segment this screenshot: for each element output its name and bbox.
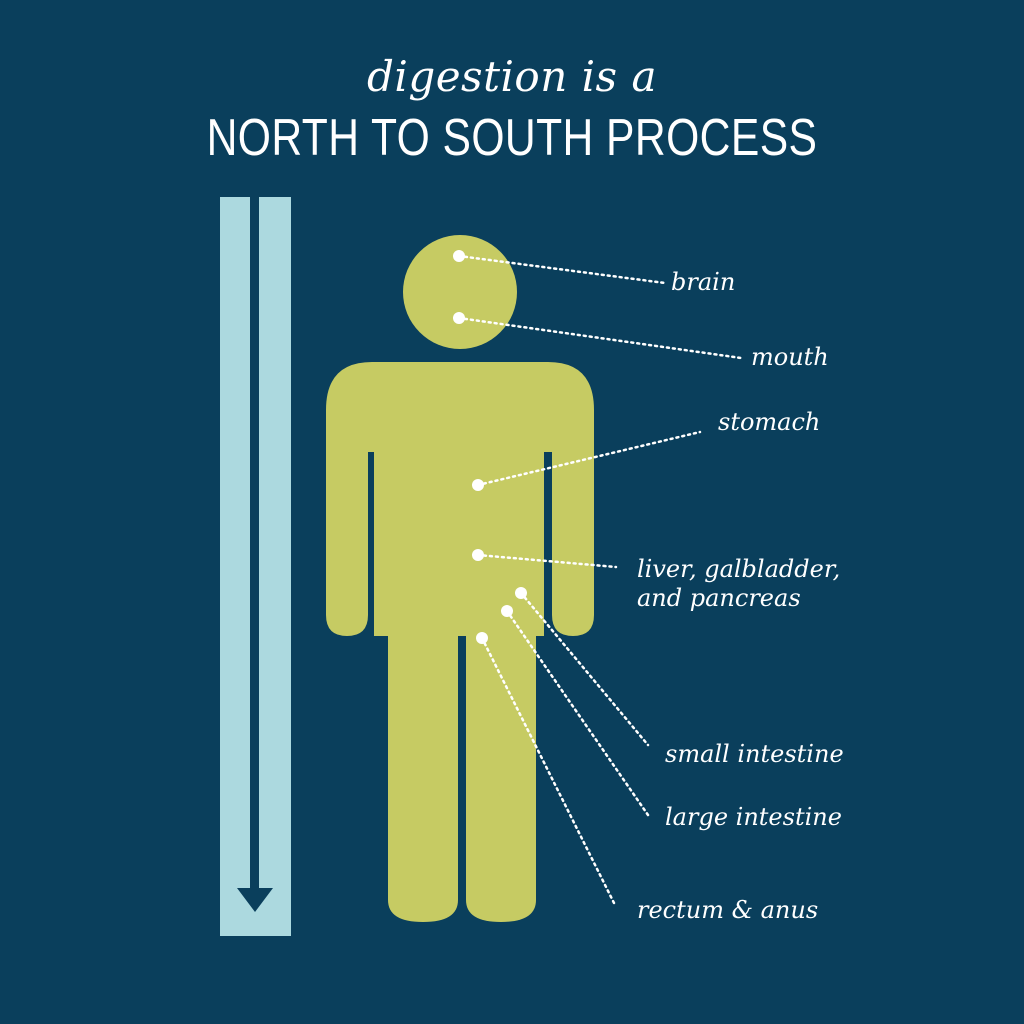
liver-dot — [472, 549, 484, 561]
organ-dots — [453, 250, 527, 644]
large-intestine-dot — [501, 605, 513, 617]
large-intestine-pointer-line — [505, 609, 650, 817]
label-large-intestine: large intestine — [665, 803, 842, 831]
stomach-pointer-line — [476, 430, 702, 487]
title-subtitle: digestion is a — [367, 52, 657, 101]
stomach-dot — [472, 479, 484, 491]
label-liver-line1: liver, galbladder, — [637, 555, 841, 583]
liver-pointer-line — [476, 553, 618, 569]
small-intestine-pointer-line — [519, 591, 650, 747]
label-brain: brain — [671, 268, 736, 296]
label-stomach: stomach — [718, 408, 821, 436]
person-figure-icon — [326, 235, 594, 922]
brain-dot — [453, 250, 465, 262]
rectum-dot — [476, 632, 488, 644]
label-liver-line2: and pancreas — [637, 584, 801, 612]
rectum-pointer-line — [480, 636, 617, 907]
down-arrow-icon — [220, 197, 291, 936]
brain-pointer-line — [457, 254, 667, 285]
label-small-intestine: small intestine — [665, 740, 844, 768]
label-mouth: mouth — [751, 343, 829, 371]
page-title: NORTH TO SOUTH PROCESS — [206, 109, 818, 167]
mouth-pointer-line — [457, 316, 743, 360]
label-rectum-anus: rectum & anus — [637, 896, 819, 924]
small-intestine-dot — [515, 587, 527, 599]
pointer-lines — [457, 254, 743, 907]
mouth-dot — [453, 312, 465, 324]
